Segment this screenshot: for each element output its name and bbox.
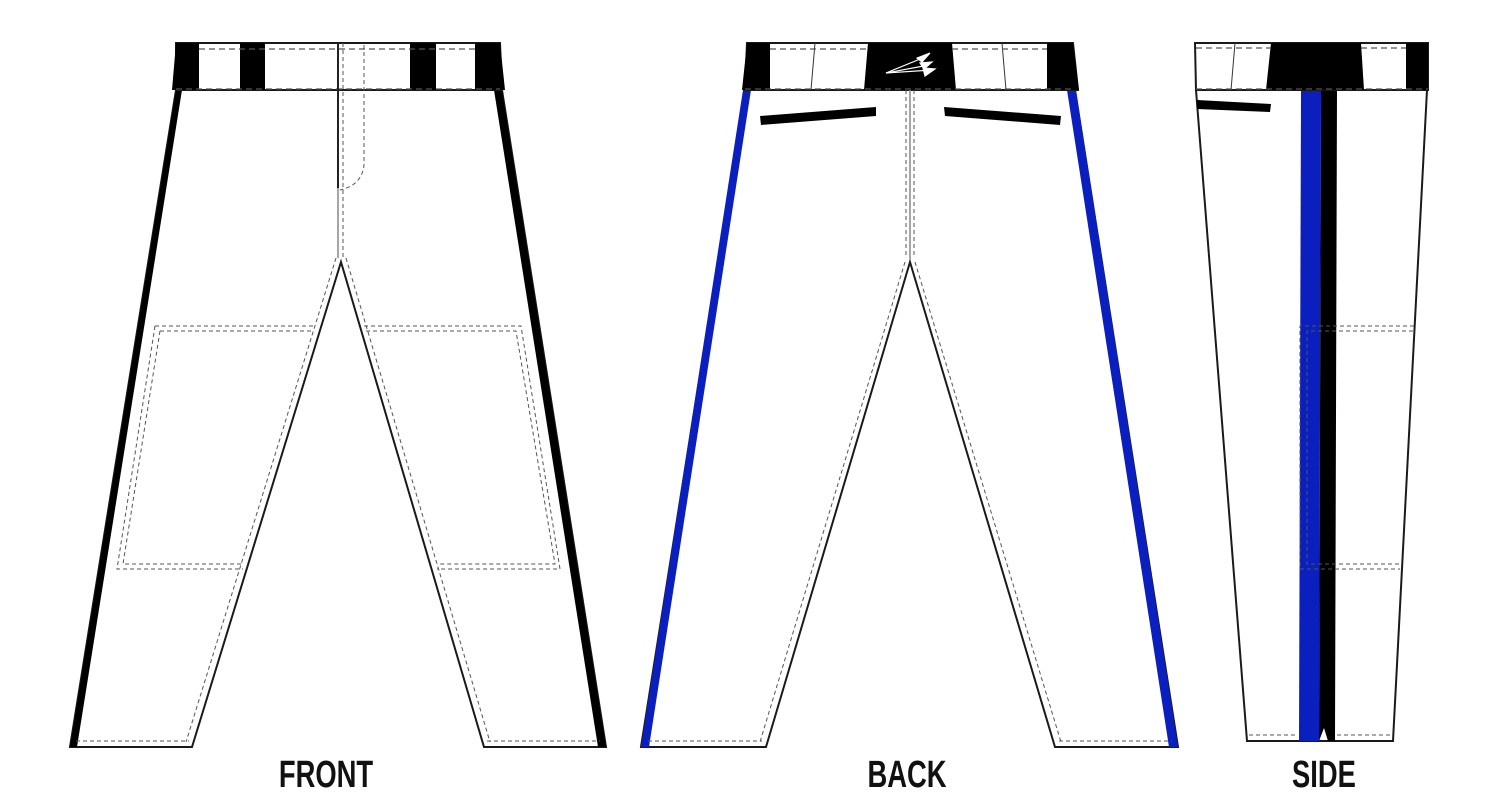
front-belt-tab-left-outer: [172, 43, 199, 90]
side-pocket-welt: [1197, 100, 1271, 112]
front-belt-loop-1: [240, 43, 265, 90]
front-view: [68, 42, 608, 748]
side-view-label: SIDE: [1292, 754, 1356, 796]
front-left-side-stripe: [70, 90, 182, 747]
arrow-logo-icon: [885, 52, 937, 77]
back-right-pocket-welt: [944, 107, 1061, 125]
back-belt-tab-right: [1047, 43, 1079, 90]
front-view-label: FRONT: [278, 754, 374, 796]
front-belt-loop-2: [410, 43, 436, 90]
side-blue-stripe: [1299, 90, 1321, 741]
back-left-pocket-welt: [760, 107, 876, 125]
back-left-blue-piping: [641, 90, 751, 747]
back-view-label: BACK: [867, 754, 947, 796]
side-view: [1193, 42, 1429, 742]
side-black-stripe: [1319, 90, 1337, 741]
front-belt-tab-right-outer: [475, 43, 505, 90]
side-waistband-black-panel: [1266, 43, 1364, 90]
back-right-blue-piping: [1067, 90, 1178, 747]
side-belt-tab: [1406, 43, 1428, 90]
front-right-side-stripe: [494, 90, 606, 747]
back-view: [639, 42, 1180, 748]
back-belt-tab-left: [742, 43, 770, 90]
back-center-logo-tab: [864, 43, 956, 90]
